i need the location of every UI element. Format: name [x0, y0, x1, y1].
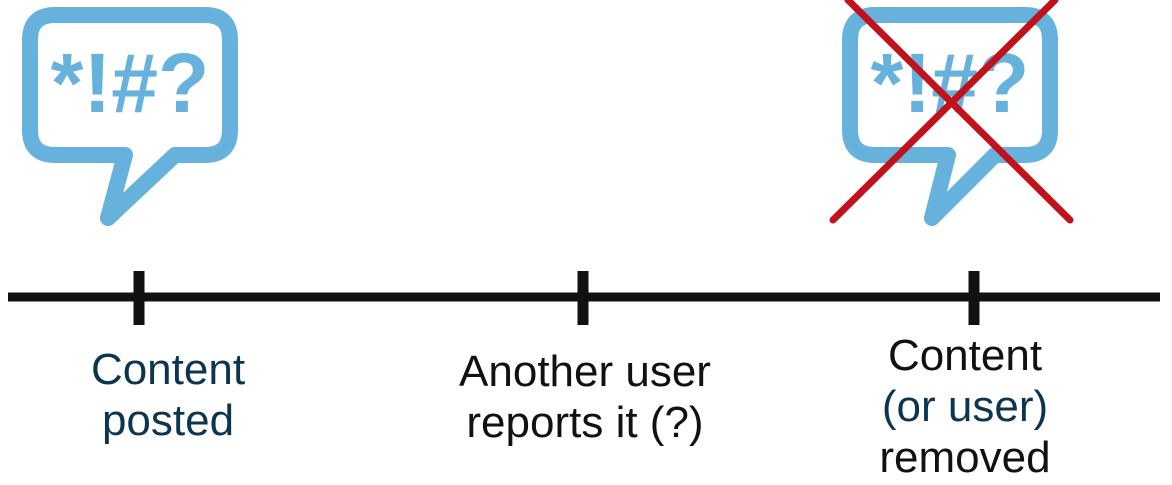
speech-bubble-posted: *!#? [22, 7, 238, 226]
event-label-line: removed [879, 433, 1051, 482]
profanity-symbols-posted: *!#? [51, 36, 210, 130]
event-label-line: Another user [459, 347, 711, 396]
event-label-posted: Content posted [38, 344, 298, 446]
event-label-reported: Another user reports it (?) [435, 346, 735, 448]
event-label-line: posted [101, 396, 235, 445]
event-label-line: reports it (?) [466, 398, 704, 447]
speech-bubble-outline-removed [842, 7, 1058, 226]
speech-bubble-removed: *!#? [842, 7, 1058, 226]
event-label-line: (or user) [881, 382, 1049, 431]
event-label-removed: Content (or user) removed [835, 330, 1095, 483]
event-label-line: Content [90, 345, 246, 394]
event-label-line: Content [887, 331, 1043, 380]
speech-bubble-outline-posted [22, 7, 238, 226]
removed-cross-icon [829, 0, 1074, 224]
